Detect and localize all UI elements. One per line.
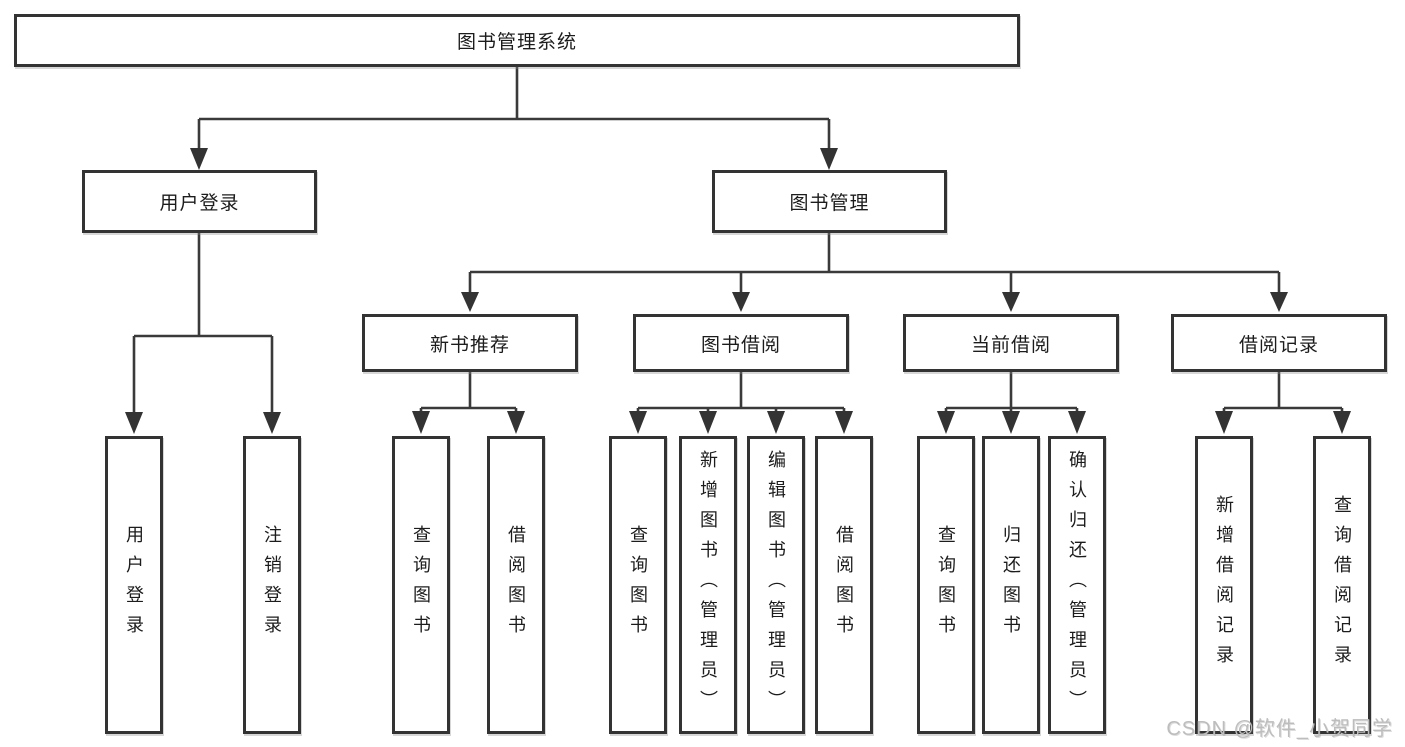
leaf-add-borrow-record: 新增借阅记录 [1195, 436, 1253, 734]
leaf-query-books: 查询图书 [609, 436, 667, 734]
leaf-return-books: 归还图书 [982, 436, 1040, 734]
node-new-book-recommendation: 新书推荐 [362, 314, 578, 372]
node-user-login: 用户登录 [82, 170, 317, 233]
leaf-add-books-admin: 新增图书（管理员） [679, 436, 737, 734]
leaf-user-login: 用户登录 [105, 436, 163, 734]
leaf-logout: 注销登录 [243, 436, 301, 734]
leaf-query-books: 查询图书 [917, 436, 975, 734]
leaf-query-books: 查询图书 [392, 436, 450, 734]
leaf-borrow-books: 借阅图书 [487, 436, 545, 734]
leaf-confirm-return-admin: 确认归还（管理员） [1048, 436, 1106, 734]
leaf-edit-books-admin: 编辑图书（管理员） [747, 436, 805, 734]
node-borrowing-records: 借阅记录 [1171, 314, 1387, 372]
leaf-borrow-books: 借阅图书 [815, 436, 873, 734]
node-library-management-system: 图书管理系统 [14, 14, 1020, 67]
node-book-management: 图书管理 [712, 170, 947, 233]
node-book-borrowing: 图书借阅 [633, 314, 849, 372]
leaf-query-borrow-record: 查询借阅记录 [1313, 436, 1371, 734]
node-current-borrowing: 当前借阅 [903, 314, 1119, 372]
